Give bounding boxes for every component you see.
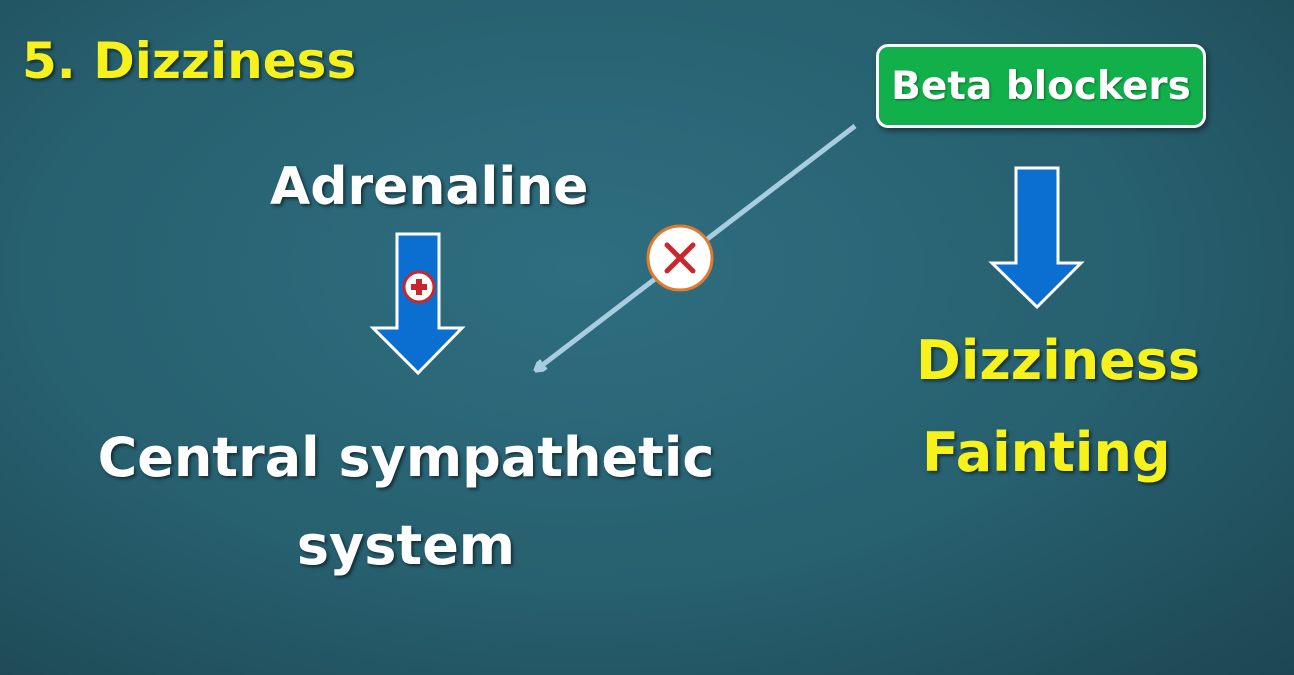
effect-fainting-label: Fainting bbox=[922, 421, 1171, 484]
central-sympathetic-system-label: Central sympathetic system bbox=[97, 426, 715, 577]
beta-blockers-box: Beta blockers bbox=[876, 44, 1206, 128]
plus-circle-icon bbox=[402, 270, 436, 304]
slide-title: 5. Dizziness bbox=[22, 32, 357, 90]
effect-arrow bbox=[988, 166, 1085, 310]
beta-blockers-label: Beta blockers bbox=[891, 63, 1191, 109]
stimulate-arrow bbox=[369, 232, 466, 376]
effect-dizziness-label: Dizziness bbox=[916, 329, 1201, 392]
x-circle-icon bbox=[646, 224, 714, 292]
adrenaline-label: Adrenaline bbox=[270, 157, 589, 217]
